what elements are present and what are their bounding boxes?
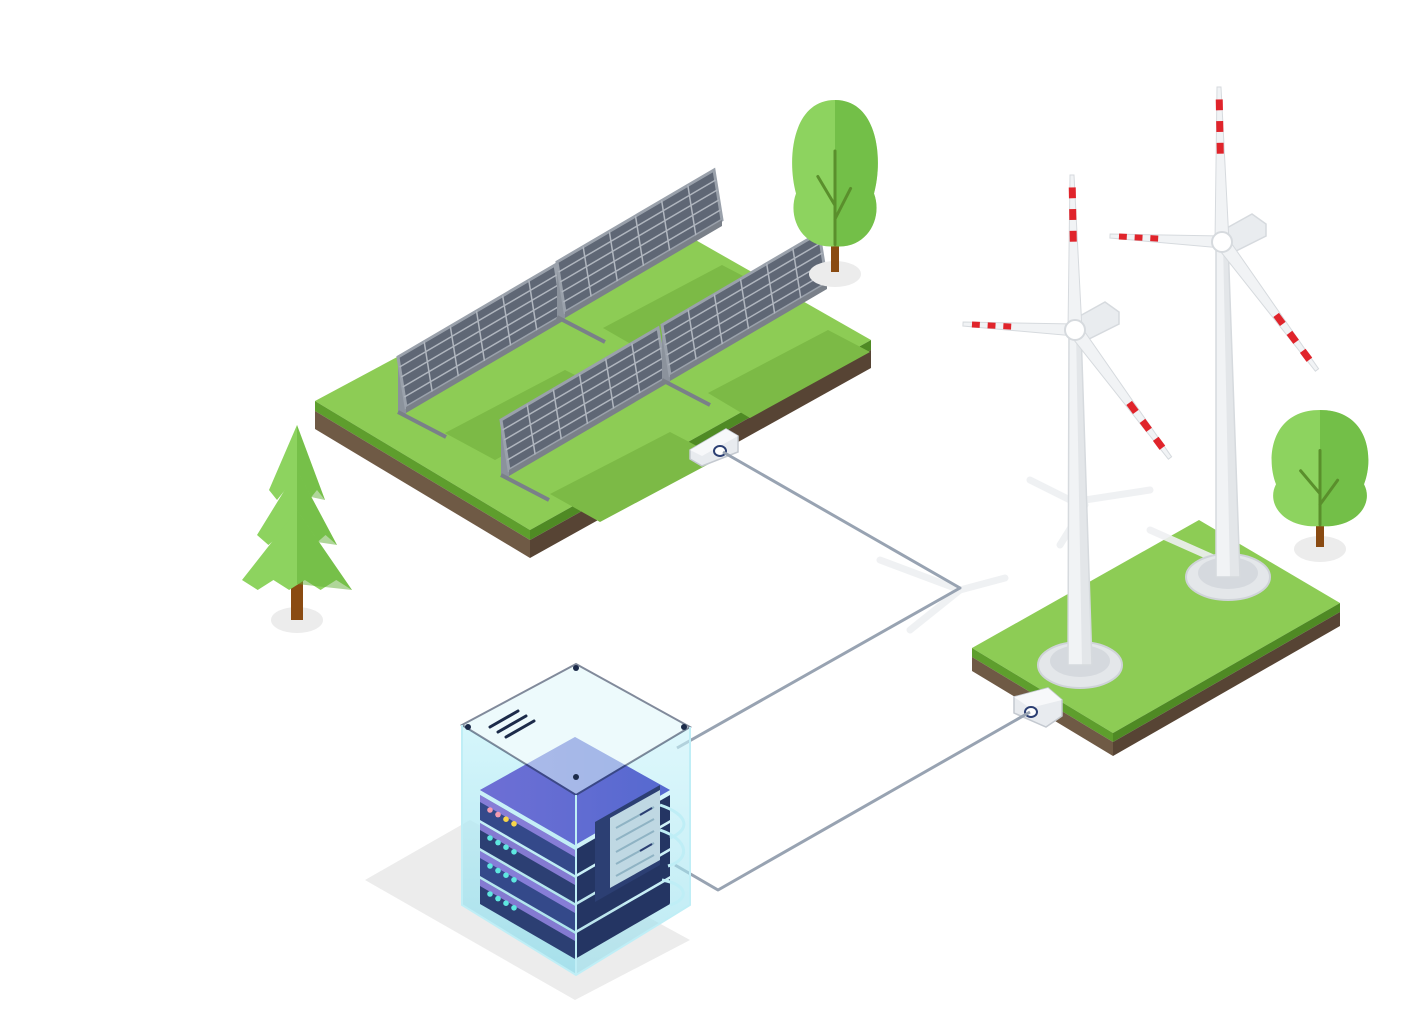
wind-to-server-cable bbox=[674, 710, 1031, 892]
tree-conifer-left bbox=[242, 425, 352, 633]
server-status-led bbox=[495, 811, 501, 818]
solar-platform-grass-left bbox=[315, 401, 530, 540]
wind-turbine-1 bbox=[962, 174, 1173, 689]
wind-farm bbox=[876, 86, 1340, 756]
wind-turbine-2 bbox=[1109, 86, 1320, 601]
server-status-led bbox=[495, 839, 501, 846]
wind-platform bbox=[972, 520, 1340, 756]
turbine-blades bbox=[962, 174, 1173, 460]
server-status-led bbox=[503, 816, 509, 822]
turbine-hub bbox=[1211, 231, 1233, 253]
wind-platform-grass-right bbox=[1113, 603, 1340, 742]
server-status-led bbox=[487, 807, 493, 813]
server-status-led bbox=[487, 863, 493, 869]
solar-panel-4 bbox=[660, 230, 829, 407]
server-vent-icon bbox=[488, 709, 536, 739]
solar-panels bbox=[396, 167, 829, 502]
server-rack bbox=[365, 662, 693, 1000]
solar-to-server-cable bbox=[676, 450, 962, 750]
tree-deciduous-right bbox=[1271, 410, 1369, 562]
wind-turbines bbox=[962, 86, 1320, 689]
server-status-led bbox=[495, 867, 501, 874]
solar-panel-3 bbox=[499, 325, 668, 502]
server-status-led bbox=[487, 891, 493, 897]
tree-trunk bbox=[831, 230, 839, 272]
wind-connector-box bbox=[1013, 687, 1063, 728]
turbine-blades bbox=[1109, 86, 1320, 372]
server-status-led bbox=[511, 849, 517, 855]
server-status-led bbox=[503, 900, 509, 906]
trees bbox=[242, 100, 1369, 633]
wind-platform-soil-right bbox=[1113, 612, 1340, 756]
server-status-led bbox=[511, 821, 517, 827]
tree-trunk bbox=[291, 580, 303, 620]
server-status-led bbox=[503, 844, 509, 850]
solar-platform-soil-left bbox=[315, 411, 530, 558]
server-side-display bbox=[595, 785, 660, 902]
server-status-led bbox=[511, 877, 517, 883]
solar-panel-2 bbox=[555, 167, 724, 344]
tree-deciduous-top bbox=[792, 100, 878, 287]
solar-farm bbox=[315, 167, 871, 558]
server-status-led bbox=[495, 895, 501, 902]
turbine-hub bbox=[1064, 319, 1086, 341]
server-unit-4 bbox=[480, 879, 670, 959]
server-status-led bbox=[503, 872, 509, 878]
server-status-led bbox=[487, 835, 493, 841]
server-status-led bbox=[511, 905, 517, 911]
solar-connector-box bbox=[689, 428, 739, 467]
